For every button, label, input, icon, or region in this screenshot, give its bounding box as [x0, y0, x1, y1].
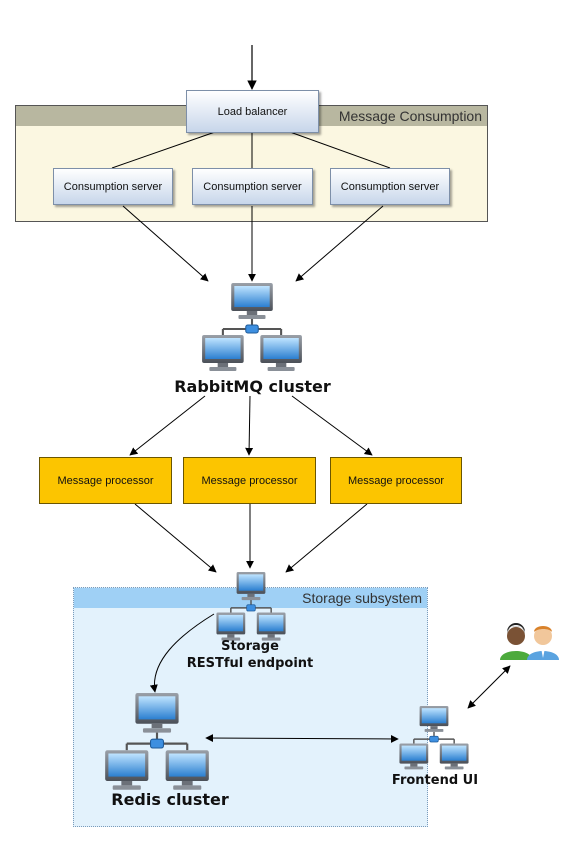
- lb-to-server-1: [111, 131, 216, 169]
- rabbitmq-cluster-label: RabbitMQ cluster: [174, 377, 331, 396]
- users-icon: [500, 623, 559, 660]
- storage-label-line2: RESTful endpoint: [186, 656, 314, 671]
- redis-frontend-link: [205, 734, 399, 743]
- message-processor-2-label: Message processor: [201, 474, 298, 487]
- redis-cluster-icon: [105, 693, 209, 790]
- rabbitmq-to-processor-3: [291, 395, 373, 456]
- processor1-to-storage: [134, 503, 217, 573]
- frontend-users-link: [467, 665, 511, 709]
- frontend-cluster-icon: [399, 706, 468, 769]
- message-consumption-title: Message Consumption: [338, 108, 482, 124]
- server1-to-rabbitmq: [122, 205, 209, 282]
- storage-label-line1: Storage: [221, 639, 279, 654]
- consumption-server-2-label: Consumption server: [203, 180, 302, 193]
- storage-subsystem-title: Storage subsystem: [302, 590, 422, 606]
- consumption-server-2: Consumption server: [192, 168, 313, 205]
- consumption-server-3: Consumption server: [330, 168, 450, 205]
- storage-cluster-icon: [216, 572, 285, 641]
- consumption-server-3-label: Consumption server: [340, 180, 440, 193]
- consumption-server-1-label: Consumption server: [63, 180, 163, 193]
- rabbitmq-to-processor-2: [245, 395, 254, 456]
- message-processor-3: Message processor: [330, 457, 462, 504]
- load-balancer-box: Load balancer: [186, 90, 319, 133]
- consumption-server-1: Consumption server: [53, 168, 173, 205]
- lb-to-server-3: [289, 131, 391, 169]
- message-processor-3-label: Message processor: [348, 474, 444, 487]
- processor3-to-storage: [285, 503, 368, 573]
- storage-endpoint-label: Storage RESTful endpoint: [175, 638, 325, 672]
- message-processor-2: Message processor: [183, 457, 316, 504]
- server3-to-rabbitmq: [295, 205, 384, 282]
- rabbitmq-to-processor-1: [129, 395, 206, 456]
- load-balancer-label: Load balancer: [217, 105, 288, 118]
- message-processor-1-label: Message processor: [57, 474, 154, 487]
- rabbitmq-cluster-icon: [202, 283, 302, 371]
- redis-cluster-label: Redis cluster: [111, 790, 229, 809]
- message-processor-1: Message processor: [39, 457, 172, 504]
- frontend-ui-label: Frontend UI: [391, 773, 479, 788]
- storage-to-redis: [149, 613, 215, 693]
